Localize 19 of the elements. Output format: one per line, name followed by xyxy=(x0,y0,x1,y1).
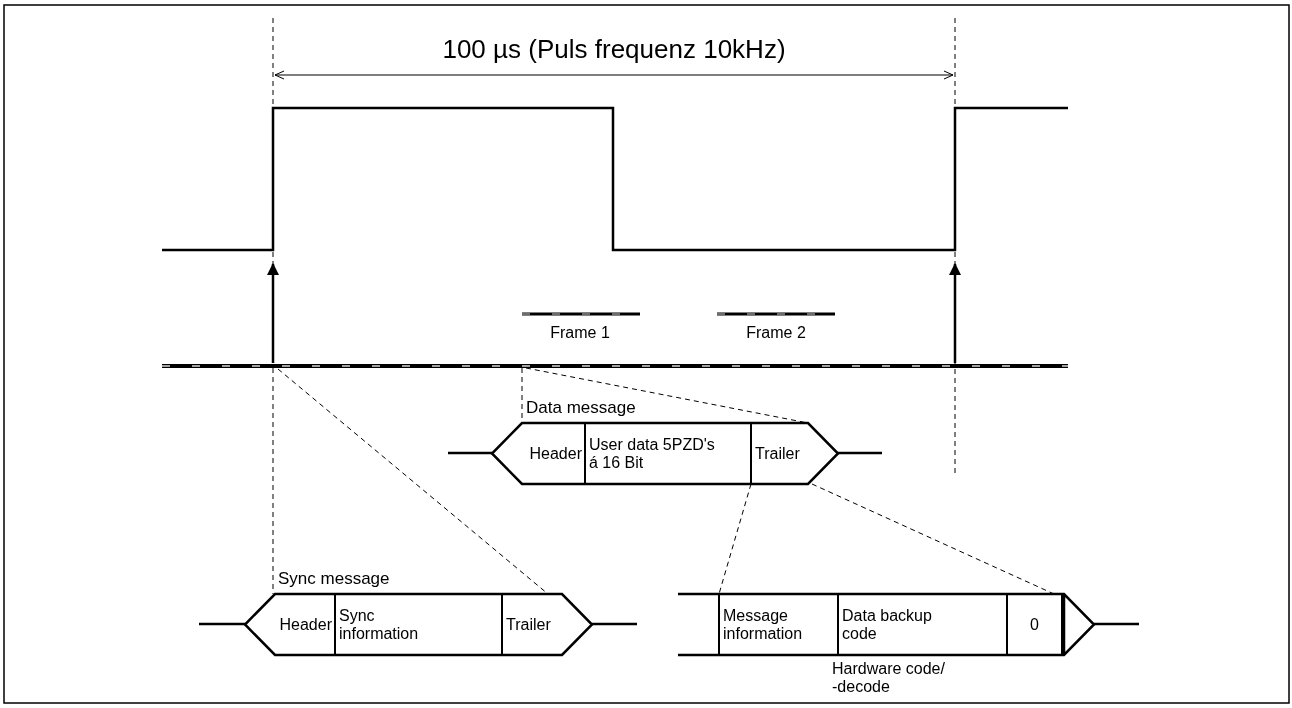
segment-text: Data backup code xyxy=(842,606,933,643)
segment-text: Message information xyxy=(723,606,804,643)
segment-text: Header xyxy=(529,444,582,463)
zoom-line xyxy=(811,483,1055,595)
label-text: Frame 1 xyxy=(549,323,611,343)
segment-text: Trailer xyxy=(506,615,551,634)
frame-title: Data message xyxy=(526,398,636,418)
dimension-label: 100 µs (Puls frequenz 10kHz) xyxy=(441,33,787,66)
zoom-line xyxy=(718,483,752,595)
segment-text: Header xyxy=(279,615,332,634)
segment-text: 0 xyxy=(1030,615,1039,634)
label-text: Frame 2 xyxy=(745,323,807,343)
segment-text: Trailer xyxy=(755,444,800,463)
segment-text: Sync information xyxy=(339,606,420,643)
segment-text: User data 5PZD's á 16 Bit xyxy=(589,435,716,472)
frame-title: Sync message xyxy=(278,569,390,589)
label-text: Hardware code/ -decode xyxy=(832,660,946,696)
zoom-line xyxy=(272,367,274,595)
bus-line xyxy=(162,364,1068,368)
